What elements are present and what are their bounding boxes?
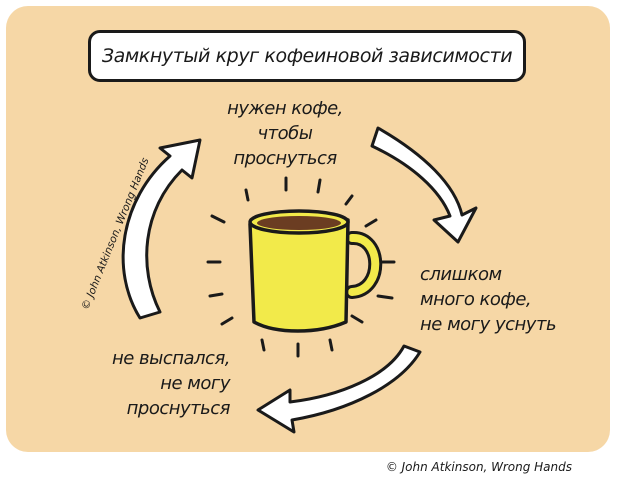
cycle-step-line: слишком bbox=[420, 264, 502, 285]
page-title: Замкнутый круг кофеиновой зависимости bbox=[101, 45, 513, 67]
cycle-step-need-coffee: нужен кофе, чтобы проснуться bbox=[210, 96, 360, 171]
coffee-mug bbox=[248, 209, 383, 333]
arrow-left-up bbox=[121, 138, 202, 320]
arrow-bottom-left bbox=[256, 344, 422, 434]
cycle-step-line: не могу уснуть bbox=[420, 314, 557, 335]
cycle-step-line: чтобы bbox=[257, 123, 313, 144]
sun-rays bbox=[206, 176, 396, 358]
cycle-step-line: проснуться bbox=[126, 398, 231, 419]
cycle-step-no-sleep: не выспался, не могу проснуться bbox=[94, 346, 231, 421]
cycle-step-line: нужен кофе, bbox=[227, 98, 343, 119]
arrow-top-right bbox=[370, 126, 478, 244]
cycle-arrows bbox=[121, 126, 478, 434]
author-credit-bottom: © John Atkinson, Wrong Hands bbox=[385, 460, 572, 474]
cycle-step-line: проснуться bbox=[233, 148, 337, 169]
cycle-step-line: не выспался, bbox=[111, 348, 231, 369]
cycle-step-line: много кофе, bbox=[420, 289, 532, 310]
title-box: Замкнутый круг кофеиновой зависимости bbox=[88, 30, 526, 82]
cycle-step-too-much-coffee: слишком много кофе, не могу уснуть bbox=[420, 262, 557, 337]
cycle-step-line: не могу bbox=[160, 373, 230, 394]
